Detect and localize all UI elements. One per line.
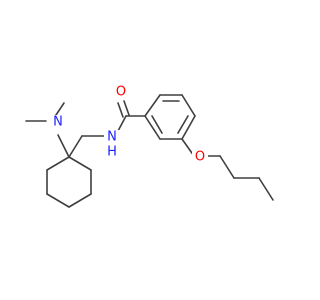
amine-nitrogen-label: N — [53, 115, 63, 130]
quaternary-carbon-to-amine-n-bond — [57, 134, 70, 158]
molecule-structure: O N H O N — [25, 84, 274, 208]
molecule-diagram: O N H O N — [25, 84, 274, 208]
cyclohexane-bond-4 — [68, 193, 92, 208]
cyclohexane-bond-3 — [46, 193, 70, 208]
cyclohexane-bond-1 — [46, 156, 70, 171]
carbonyl-double-bond-1 — [117, 102, 124, 118]
methylene-to-quaternary-carbon-bond — [68, 135, 83, 158]
ether-oxygen-label: O — [195, 150, 205, 165]
ring-bond-3 — [181, 94, 196, 117]
atom-labels: O N H O N — [50, 84, 208, 165]
butyl-chain-bond-1 — [219, 155, 235, 179]
carbonyl-double-bond-2 — [123, 100, 130, 116]
cyclohexane-bond-6 — [68, 156, 92, 171]
amide-oxygen-label: O — [116, 85, 126, 100]
amide-nitrogen-label: N — [107, 130, 117, 145]
bond-network — [25, 94, 274, 208]
amide-hydrogen-label: H — [107, 145, 117, 160]
carbonyl-to-amide-n-bond — [117, 115, 127, 132]
butyl-chain-bond-3 — [258, 177, 274, 201]
ring-inner-bond-3 — [151, 115, 163, 134]
ring-bond-1 — [144, 94, 161, 117]
ring-bond-4 — [181, 115, 196, 140]
ring-bond-6 — [144, 115, 161, 140]
ring-inner-bond-2 — [177, 115, 189, 134]
